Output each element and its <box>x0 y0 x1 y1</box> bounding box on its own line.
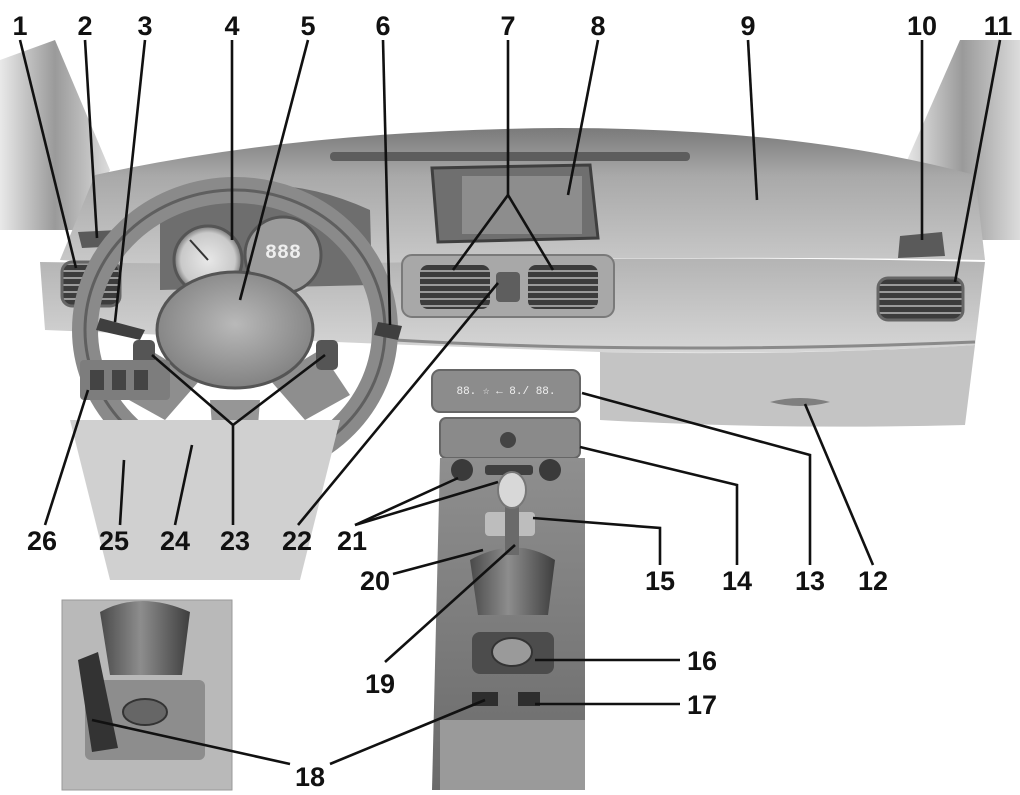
callout-16: 16 <box>687 646 717 676</box>
callout-19: 19 <box>365 669 395 699</box>
multimedia-controller <box>491 637 533 667</box>
climate-panel <box>431 369 581 413</box>
leader-25 <box>118 459 126 526</box>
leader-13 <box>581 391 812 565</box>
leader-5 <box>238 39 310 301</box>
leader-8 <box>566 39 600 196</box>
aux-socket <box>518 692 540 706</box>
callout-22: 22 <box>282 526 312 556</box>
left-a-pillar <box>0 40 110 230</box>
leader-14 <box>579 445 739 565</box>
leader-22 <box>296 282 500 526</box>
callout-25: 25 <box>99 526 129 556</box>
card-slot <box>485 465 533 475</box>
leader-18b <box>329 698 486 766</box>
switch-b <box>112 370 126 390</box>
right-demister <box>898 232 945 258</box>
callout-2: 2 <box>77 11 92 41</box>
callout-9: 9 <box>740 11 755 41</box>
callout-1: 1 <box>12 11 27 41</box>
leader-24 <box>173 444 194 526</box>
centre-vent-left <box>420 265 490 309</box>
inset-gear-boot <box>100 601 190 675</box>
inset-illustration <box>61 599 233 791</box>
leader-21a <box>354 476 459 527</box>
leader-18 <box>91 718 291 766</box>
callout-4: 4 <box>224 11 239 41</box>
centre-vent-right <box>528 265 598 309</box>
footwell <box>70 420 340 580</box>
callout-labels: 1 2 3 4 5 6 7 8 9 10 11 12 13 14 15 16 1… <box>12 11 1012 792</box>
callout-7: 7 <box>500 11 515 41</box>
gear-stem <box>505 495 519 555</box>
leader-23a <box>151 354 234 426</box>
leader-19 <box>384 544 516 663</box>
leader-9 <box>746 39 759 201</box>
switch-c <box>134 370 148 390</box>
switch-a <box>90 370 104 390</box>
left-stalk <box>96 318 145 340</box>
callout-6: 6 <box>375 11 390 41</box>
leader-lines <box>18 39 1002 766</box>
callout-24: 24 <box>160 526 190 556</box>
glovebox-handle <box>770 398 830 406</box>
glovebox <box>600 345 975 427</box>
leader-20 <box>392 548 484 576</box>
inset-controller <box>122 698 168 726</box>
climate-readout: 88. ☆ ← 8./ 88. <box>456 386 555 398</box>
cluster-digits: 888 <box>265 242 301 265</box>
callout-12: 12 <box>858 566 888 596</box>
callout-18: 18 <box>295 762 325 792</box>
leader-26 <box>43 389 90 526</box>
seat-heat-knob-left <box>451 459 473 481</box>
callout-14: 14 <box>722 566 752 596</box>
hazard-switch <box>496 272 520 302</box>
leader-2 <box>83 39 99 239</box>
callout-10: 10 <box>907 11 937 41</box>
callout-23: 23 <box>220 526 250 556</box>
leader-21b <box>354 480 499 527</box>
handbrake-lever <box>78 652 118 752</box>
steering-hub-airbag <box>155 270 315 390</box>
callout-21: 21 <box>337 526 367 556</box>
callout-3: 3 <box>137 11 152 41</box>
seat-heat-knob-right <box>539 459 561 481</box>
dashboard-illustration: 888 88. ☆ ← 8./ 88. <box>0 40 1020 790</box>
leader-1 <box>18 39 78 269</box>
dashboard-trim-line <box>394 338 976 350</box>
leader-3 <box>113 39 147 323</box>
rev-needle <box>189 239 209 261</box>
defrost-vent <box>330 152 690 161</box>
callout-17: 17 <box>687 690 717 720</box>
leader-23b <box>232 353 326 427</box>
callout-5: 5 <box>300 11 315 41</box>
wheel-control-right <box>316 340 338 370</box>
callout-26: 26 <box>27 526 57 556</box>
leader-15 <box>532 516 662 565</box>
screen-face <box>462 176 582 234</box>
gear-boot <box>470 547 555 615</box>
callout-20: 20 <box>360 566 390 596</box>
callout-13: 13 <box>795 566 825 596</box>
leader-12 <box>803 403 875 566</box>
right-side-vent <box>876 276 965 322</box>
gear-knob <box>497 471 527 509</box>
radio-knob <box>500 432 516 448</box>
leader-6 <box>381 39 392 326</box>
right-stalk <box>374 322 402 340</box>
armrest-front <box>440 720 585 790</box>
callout-8: 8 <box>590 11 605 41</box>
callout-15: 15 <box>645 566 675 596</box>
callout-11: 11 <box>984 11 1013 41</box>
leader-11 <box>953 39 1002 283</box>
